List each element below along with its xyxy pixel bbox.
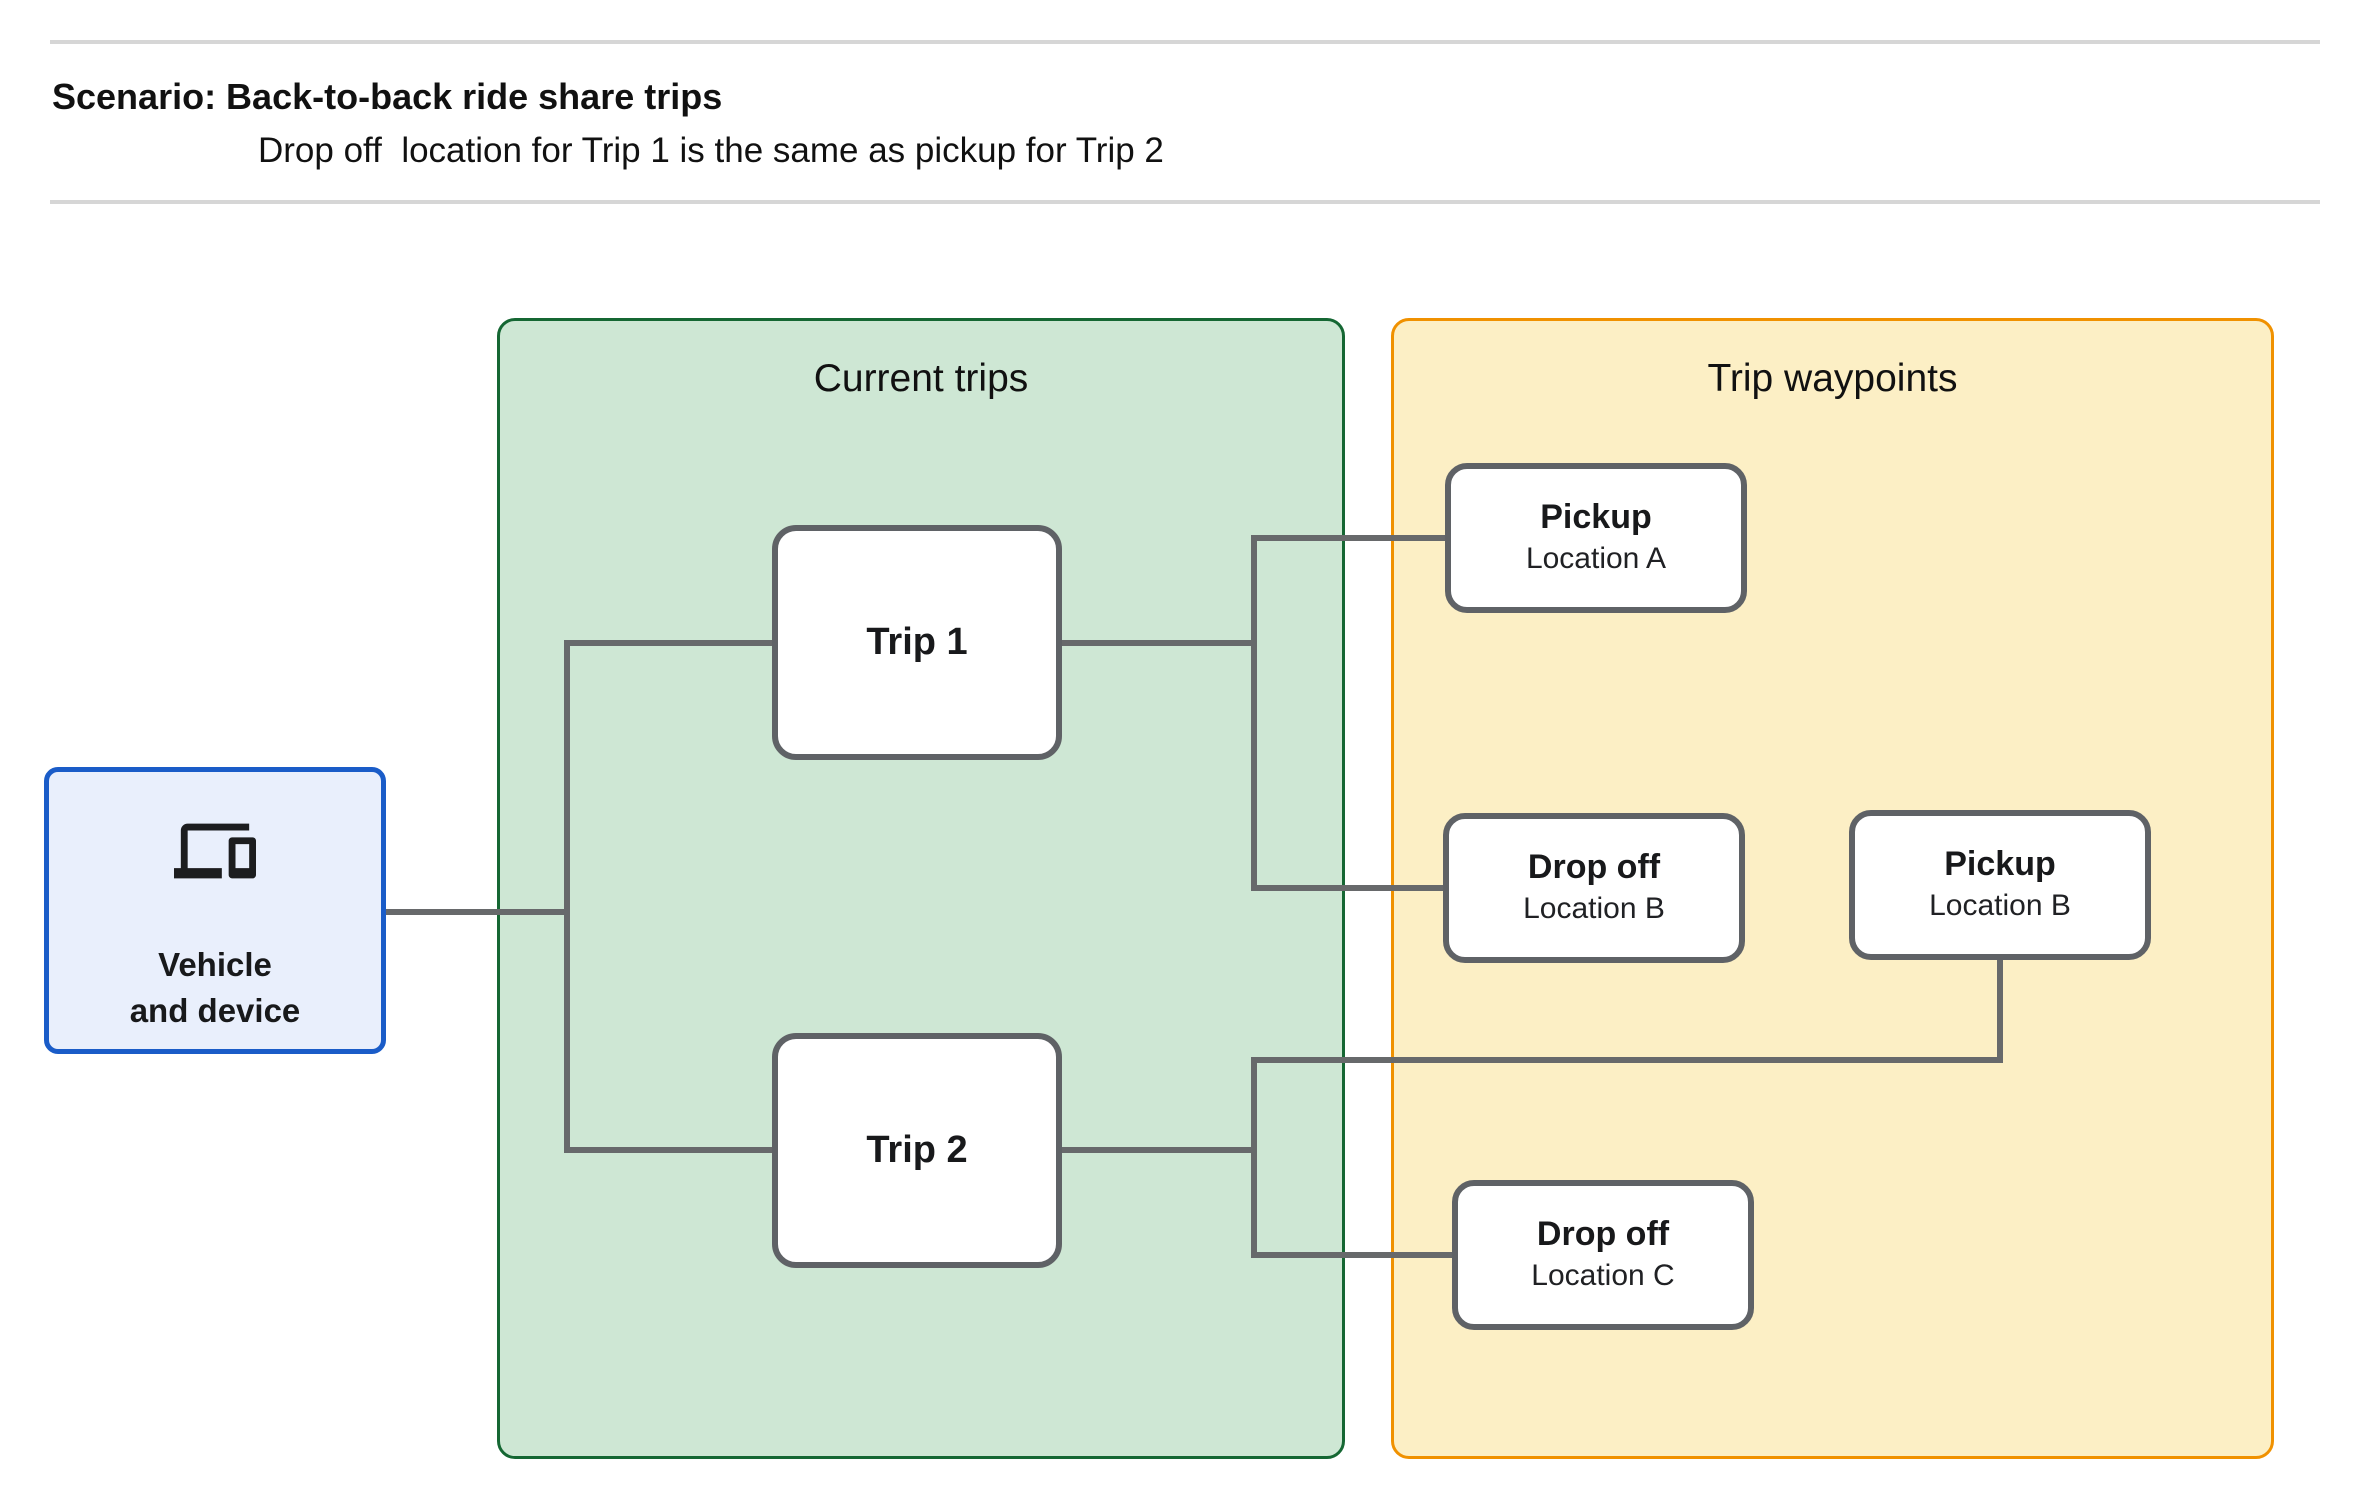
connector-trip2-out bbox=[1059, 1147, 1257, 1153]
connector-to-dropoff-b bbox=[1251, 885, 1447, 891]
vehicle-node-label: Vehicle and device bbox=[49, 942, 381, 1034]
connector-vehicle-to-trunk bbox=[384, 909, 570, 915]
connector-to-pickup-a bbox=[1251, 535, 1449, 541]
connector-to-trip2 bbox=[564, 1147, 776, 1153]
trip-waypoints-title: Trip waypoints bbox=[1707, 357, 1958, 400]
waypoint-pickup-location-b: Pickup Location B bbox=[1849, 810, 2151, 960]
waypoint-title: Drop off bbox=[1536, 1214, 1670, 1253]
trip-2-label: Trip 2 bbox=[866, 1129, 968, 1171]
top-divider bbox=[50, 40, 2320, 44]
connector-to-dropoff-c bbox=[1251, 1252, 1458, 1258]
waypoint-dropoff-location-c: Drop off Location C bbox=[1452, 1180, 1754, 1330]
waypoint-dropoff-location-b: Drop off Location B bbox=[1443, 813, 1745, 963]
current-trips-panel: Current trips bbox=[497, 318, 1345, 1459]
trip-1-label: Trip 1 bbox=[866, 621, 968, 663]
waypoint-subtitle: Location C bbox=[1531, 1259, 1675, 1293]
page-subtitle: Drop off location for Trip 1 is the same… bbox=[258, 131, 1164, 170]
page-title: Scenario: Back-to-back ride share trips bbox=[52, 76, 723, 117]
connector-to-trip1 bbox=[564, 640, 776, 646]
connector-pickup-b-horizontal bbox=[1251, 1057, 2003, 1063]
connector-trunk-trip2-waypoints bbox=[1251, 1057, 1257, 1258]
waypoint-title: Pickup bbox=[1944, 844, 2056, 883]
waypoint-subtitle: Location B bbox=[1929, 889, 2071, 923]
devices-icon bbox=[174, 823, 256, 879]
vehicle-and-device-node: Vehicle and device bbox=[44, 767, 386, 1054]
waypoint-title: Drop off bbox=[1527, 847, 1661, 886]
trip-2-node: Trip 2 bbox=[772, 1033, 1062, 1268]
trip-1-node: Trip 1 bbox=[772, 525, 1062, 760]
connector-pickup-b-drop bbox=[1997, 956, 2003, 1063]
vehicle-label-line2: and device bbox=[129, 992, 301, 1029]
waypoint-subtitle: Location B bbox=[1523, 892, 1665, 926]
waypoint-subtitle: Location A bbox=[1525, 542, 1667, 576]
vehicle-label-line1: Vehicle bbox=[158, 946, 272, 983]
waypoint-pickup-location-a: Pickup Location A bbox=[1445, 463, 1747, 613]
connector-trip1-out bbox=[1059, 640, 1257, 646]
header-divider bbox=[50, 200, 2320, 204]
current-trips-title: Current trips bbox=[813, 357, 1029, 400]
waypoint-title: Pickup bbox=[1540, 497, 1652, 536]
connector-trunk-trip1-waypoints bbox=[1251, 535, 1257, 891]
connector-trunk-trips bbox=[564, 640, 570, 1153]
